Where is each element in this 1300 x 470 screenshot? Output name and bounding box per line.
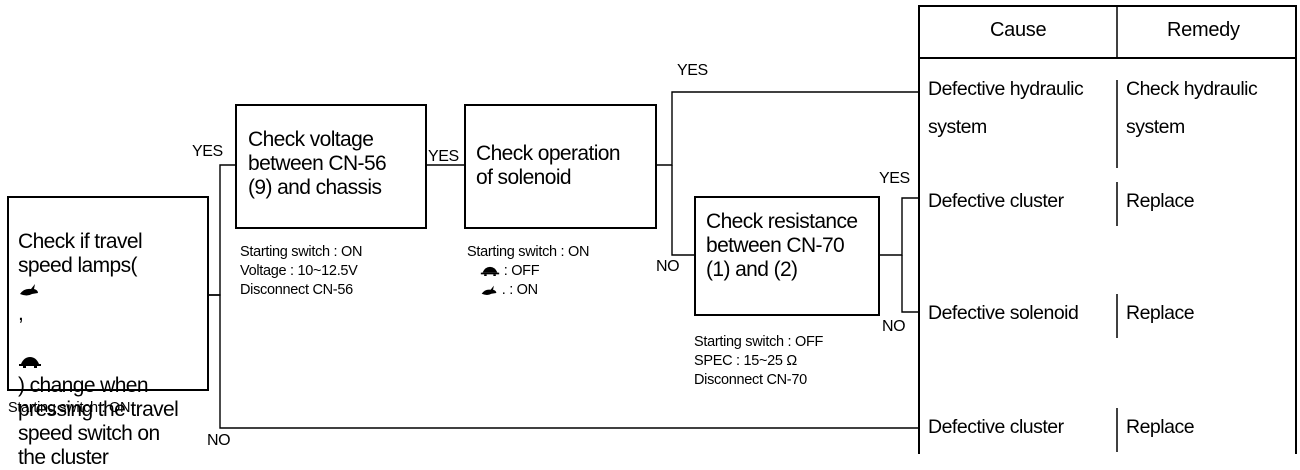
remedy-cell-cluster-1: Replace: [1126, 190, 1195, 212]
resistance-note-1: Starting switch : OFF: [694, 334, 824, 350]
rabbit-icon: [20, 284, 38, 296]
check-voltage-box: Check voltage between CN-56 (9) and chas…: [235, 104, 427, 229]
operation-note-1: Starting switch : ON: [467, 244, 590, 260]
voltage-note-2: Voltage : 10~12.5V: [240, 263, 358, 279]
remedy-cell-cluster-2: Replace: [1126, 416, 1195, 438]
yes-label-top: YES: [677, 62, 708, 79]
voltage-note-1: Starting switch : ON: [240, 244, 363, 260]
check-resistance-text: Check resistance between CN-70 (1) and (…: [706, 210, 858, 281]
table-header-cause: Cause: [990, 19, 1047, 41]
start-box-text-2: ) change when pressing the travel speed …: [18, 374, 179, 469]
no-label-solenoid: NO: [882, 318, 906, 335]
no-label-resistance: NO: [656, 258, 680, 275]
turtle-icon: [19, 357, 41, 369]
resistance-note-2: SPEC : 15~25 Ω: [694, 353, 797, 369]
operation-note-3: . : ON: [480, 282, 538, 299]
yes-label-cluster: YES: [879, 170, 910, 187]
cause-cell-hydraulic: Defective hydraulic system: [928, 78, 1084, 138]
resistance-note-3: Disconnect CN-70: [694, 372, 807, 388]
cause-cell-solenoid: Defective solenoid: [928, 302, 1079, 324]
yes-label-operation: YES: [428, 148, 459, 165]
remedy-cell-hydraulic: Check hydraulic system: [1126, 78, 1258, 138]
table-header-remedy: Remedy: [1167, 19, 1240, 41]
yes-label-voltage: YES: [192, 143, 223, 160]
check-operation-box: Check operation of solenoid: [464, 104, 657, 229]
operation-note-off: : OFF: [503, 263, 540, 279]
turtle-icon: [480, 267, 500, 277]
operation-note-2: : OFF: [480, 263, 540, 280]
remedy-cell-solenoid: Replace: [1126, 302, 1195, 324]
check-travel-speed-lamps-box: Check if travel speed lamps( , ) change …: [7, 196, 209, 469]
cause-cell-cluster-2: Defective cluster: [928, 416, 1064, 438]
rabbit-icon: [481, 285, 497, 295]
start-box-text-1: Check if travel speed lamps(: [18, 230, 143, 277]
check-voltage-text: Check voltage between CN-56 (9) and chas…: [248, 128, 387, 199]
operation-note-on: . : ON: [501, 282, 538, 298]
no-label-bottom: NO: [207, 432, 231, 449]
check-operation-text: Check operation of solenoid: [476, 142, 621, 189]
check-resistance-box: Check resistance between CN-70 (1) and (…: [694, 196, 880, 316]
voltage-note-3: Disconnect CN-56: [240, 282, 353, 298]
start-box-comma: ,: [18, 302, 24, 325]
start-note: Starting switch : ON: [8, 400, 131, 416]
flowchart-connectors: [208, 5, 1297, 454]
cause-cell-cluster-1: Defective cluster: [928, 190, 1064, 212]
